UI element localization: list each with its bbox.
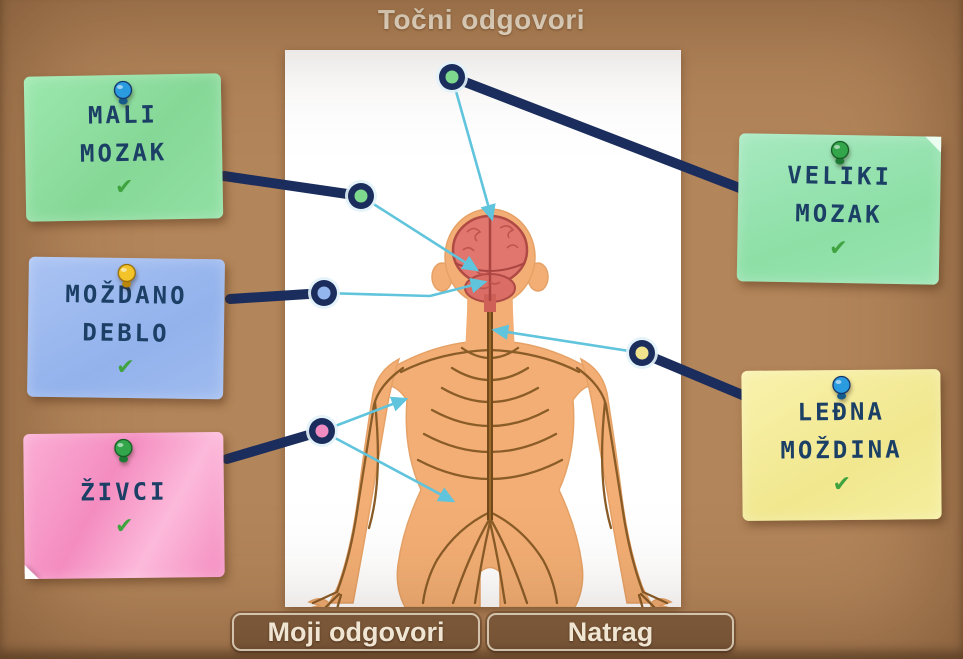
note-label: MOŽDINA <box>780 435 903 465</box>
my-answers-button[interactable]: Moji odgovori <box>232 613 480 651</box>
brain <box>451 214 529 312</box>
check-icon: ✔ <box>114 174 134 200</box>
note-mali-mozak[interactable]: MALI MOZAK ✔ <box>23 73 224 222</box>
pin-icon <box>113 80 132 105</box>
back-button[interactable]: Natrag <box>487 613 734 651</box>
check-icon: ✔ <box>116 354 135 381</box>
pin-icon <box>831 375 851 400</box>
diagram-panel <box>285 50 681 607</box>
nervous-system-diagram <box>307 208 673 607</box>
note-veliki-mozak[interactable]: VELIKI MOZAK ✔ <box>736 133 942 285</box>
page-title: Točni odgovori <box>377 4 586 35</box>
check-icon: ✔ <box>832 471 852 498</box>
check-icon: ✔ <box>114 513 134 539</box>
note-ledna-mozdina[interactable]: LEĐNA MOŽDINA ✔ <box>741 369 942 521</box>
note-label: MOZAK <box>79 137 168 168</box>
pin-icon <box>830 140 850 165</box>
check-icon: ✔ <box>828 235 848 262</box>
note-zivci[interactable]: ŽIVCI ✔ <box>23 431 225 580</box>
pin-icon <box>117 263 136 288</box>
note-label: ŽIVCI <box>80 477 168 506</box>
pin-icon <box>114 438 133 463</box>
note-label: MOZAK <box>795 199 883 229</box>
folded-corner <box>24 564 39 580</box>
note-label: DEBLO <box>82 318 170 348</box>
folded-corner <box>924 136 942 153</box>
note-mozdano-deblo[interactable]: MOŽDANO DEBLO ✔ <box>27 256 225 400</box>
